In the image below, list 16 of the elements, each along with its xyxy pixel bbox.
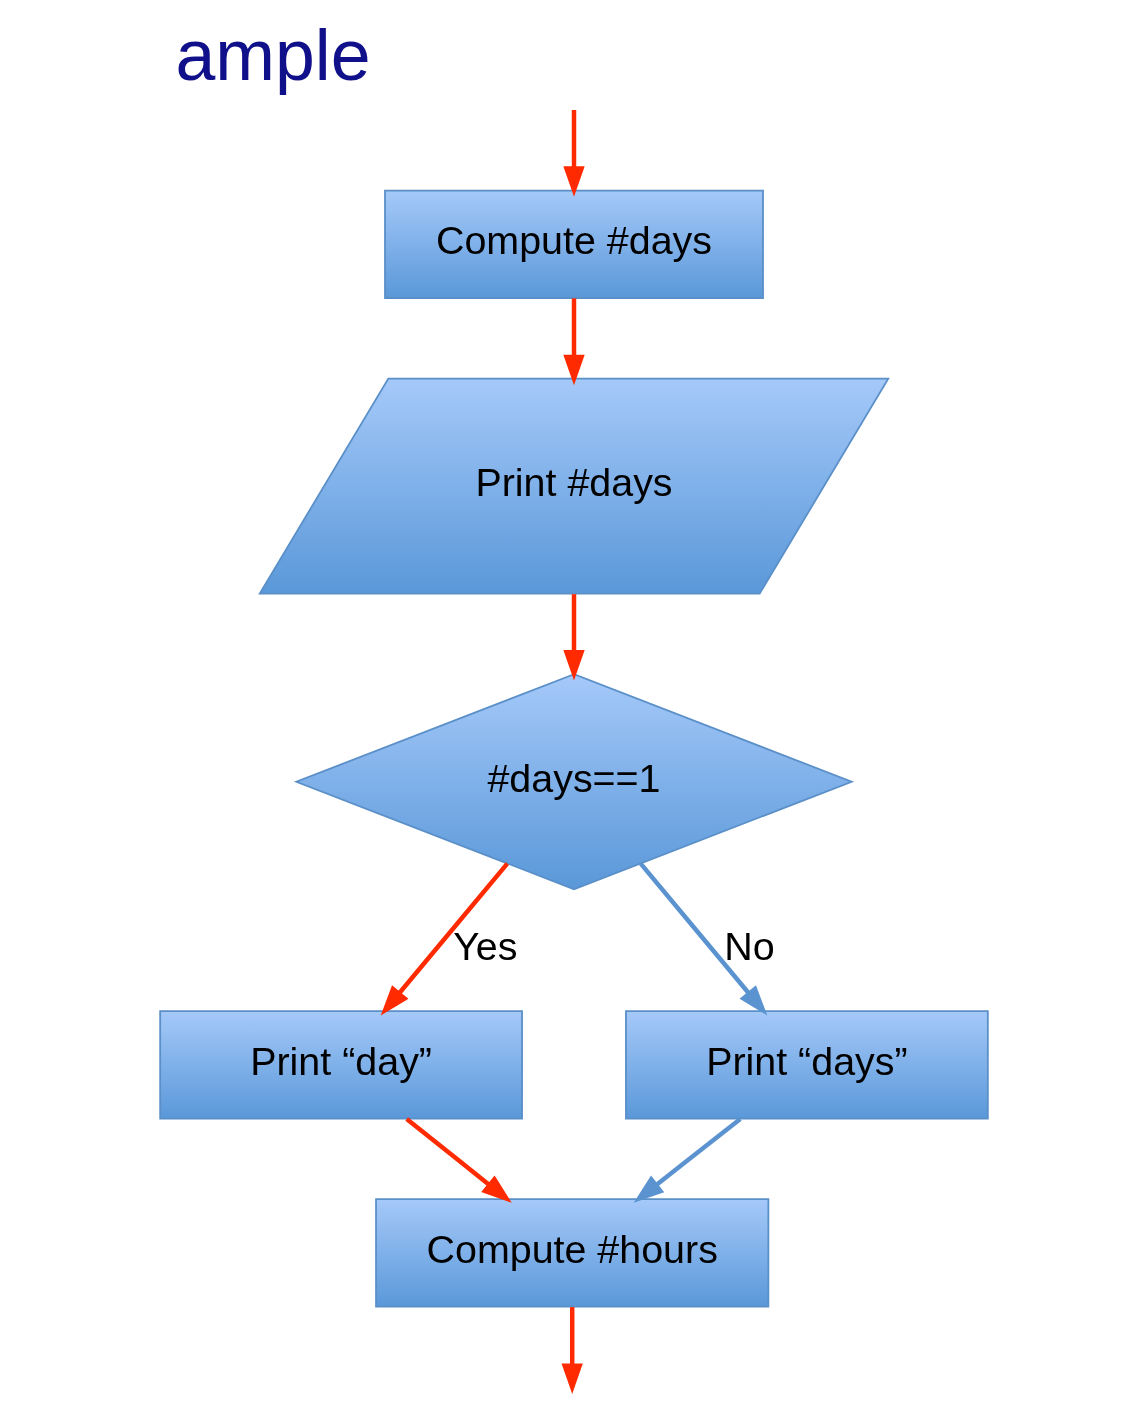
node-diamond: #days==1 bbox=[293, 673, 854, 891]
arrow bbox=[404, 1117, 512, 1203]
arrow bbox=[562, 594, 585, 681]
node-box: Compute #days bbox=[383, 189, 764, 299]
node-box: Compute #hours bbox=[374, 1198, 769, 1308]
arrow bbox=[380, 862, 509, 1016]
arrow bbox=[638, 862, 767, 1016]
arrow bbox=[561, 1307, 583, 1394]
diagram-title: ample bbox=[174, 14, 371, 95]
node-box: Print “days” bbox=[624, 1010, 989, 1120]
arrow bbox=[633, 1117, 742, 1203]
edge-label: No bbox=[723, 924, 775, 969]
node-box: Print “day” bbox=[158, 1010, 523, 1120]
arrow bbox=[562, 298, 585, 386]
arrow bbox=[562, 110, 585, 197]
edge-label: Yes bbox=[452, 924, 517, 969]
